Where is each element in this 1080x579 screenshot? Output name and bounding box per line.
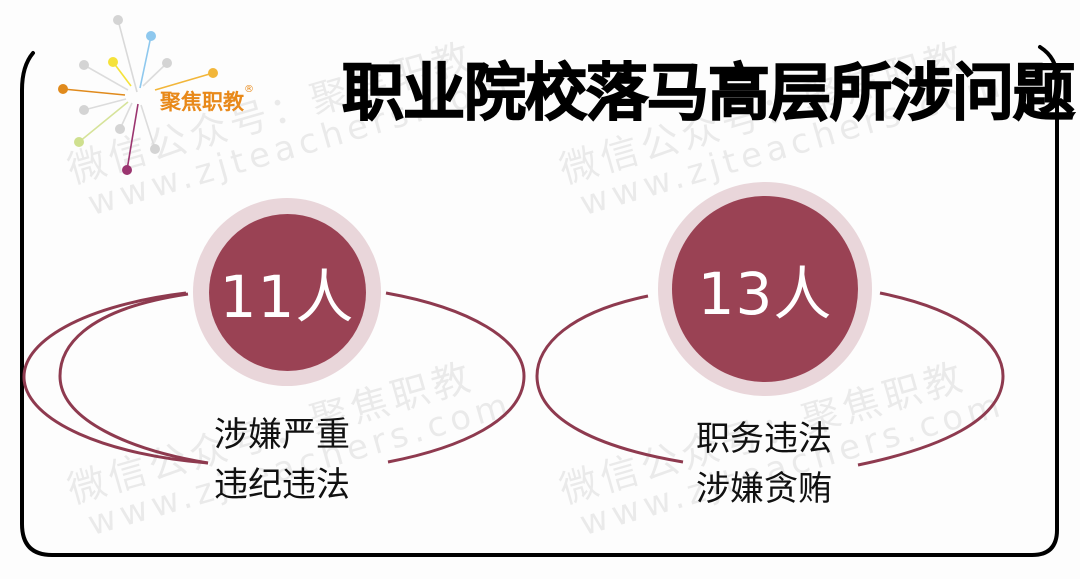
brand-text: 聚焦职教 [160,90,244,114]
count-badge-inner: 11人 [208,213,366,371]
label-line: 违纪违法 [214,465,350,505]
brand-name: 聚焦职教® [160,84,254,116]
registered-mark: ® [244,84,254,95]
issue-label-left: 涉嫌严重 违纪违法 [214,410,350,510]
left-ellipse [22,291,526,465]
label-line: 涉嫌严重 [214,415,350,455]
count-value: 13人 [697,260,833,328]
frame-border [20,45,1059,557]
issue-label-right: 职务违法 涉嫌贪贿 [696,414,832,514]
right-ellipse [535,291,1005,467]
count-badge-right: 13人 [658,182,872,396]
count-value: 11人 [219,263,355,331]
label-line: 职务违法 [696,419,832,459]
count-badge-left: 11人 [193,198,381,386]
label-line: 涉嫌贪贿 [696,469,832,509]
count-badge-inner: 13人 [672,196,858,382]
brand-logo-icon [58,15,218,175]
page-title: 职业院校落马高层所涉问题 [341,56,1076,129]
